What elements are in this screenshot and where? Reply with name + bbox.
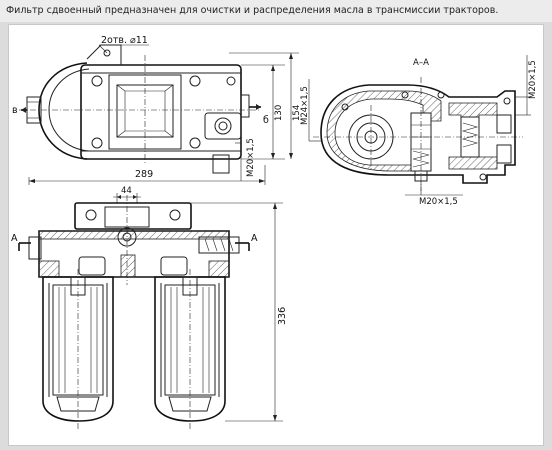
caption-text: Фильтр сдвоенный предназначен для очистк… <box>0 0 552 22</box>
label-thread-m20-b: M20×1,5 <box>528 60 538 99</box>
label-dim-336: 336 <box>277 307 288 325</box>
left-filter-element <box>58 287 98 393</box>
label-dim-289: 289 <box>135 169 153 180</box>
right-filter-element <box>170 287 210 393</box>
label-dim-154: 154 <box>292 105 302 121</box>
drawing-sheet: 2отв. ⌀11 в б 130 154 M20×1,5 289 А–А <box>8 24 544 446</box>
technical-drawing: 2отв. ⌀11 в б 130 154 M20×1,5 289 А–А <box>11 35 538 429</box>
label-hole-callout: 2отв. ⌀11 <box>101 35 148 46</box>
label-sec-a-left: А <box>11 233 18 244</box>
label-thread-m20-c: M20×1,5 <box>419 197 458 207</box>
front-view: 44 А А <box>11 186 288 429</box>
label-sec-a-right: А <box>251 233 258 244</box>
label-arrow-v: в <box>12 105 18 116</box>
label-thread-m24: M24×1,5 <box>300 86 310 125</box>
label-thread-m20-a: M20×1,5 <box>246 138 256 177</box>
section-a-a: А–А M20×1,5 <box>300 55 538 207</box>
label-dim-130: 130 <box>274 105 284 121</box>
label-dim-44: 44 <box>121 186 132 196</box>
label-arrow-b: б <box>263 115 269 126</box>
label-section-aa: А–А <box>413 58 429 68</box>
top-view: 2отв. ⌀11 в б 130 154 M20×1,5 289 <box>12 35 302 185</box>
